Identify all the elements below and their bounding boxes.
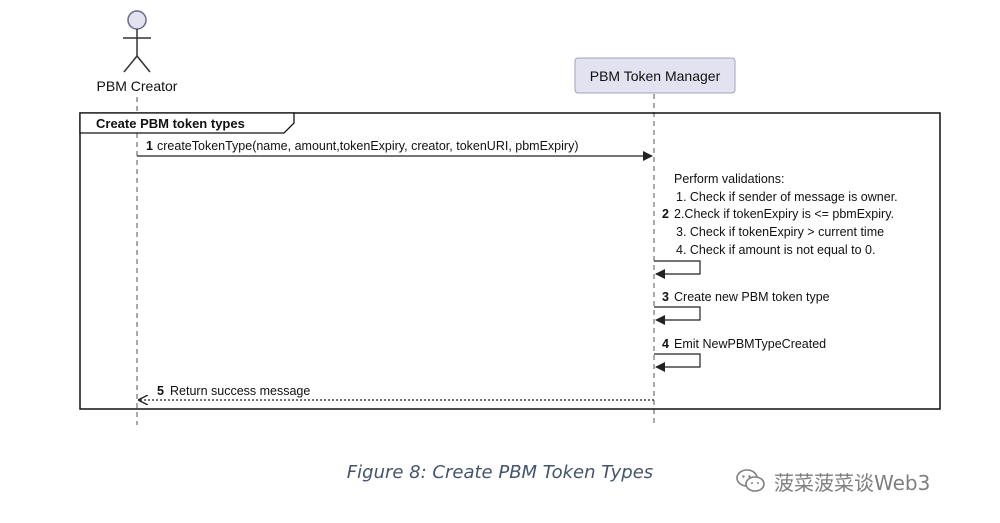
actor-stick-figure-icon bbox=[123, 10, 151, 73]
creator-actor-label: PBM Creator bbox=[97, 78, 178, 94]
message-4-label: Emit NewPBMTypeCreated bbox=[674, 337, 826, 351]
message-2-line-4: 3. Check if tokenExpiry > current time bbox=[676, 225, 884, 239]
message-2-number: 2 bbox=[662, 207, 669, 221]
message-1-label: createTokenType(name, amount,tokenExpiry… bbox=[157, 139, 578, 153]
message-2-line-3: 2.Check if tokenExpiry is <= pbmExpiry. bbox=[674, 207, 894, 221]
message-2-self-arrow bbox=[654, 260, 701, 279]
manager-participant-label: PBM Token Manager bbox=[590, 68, 721, 84]
message-4-self-arrow bbox=[654, 353, 701, 372]
message-5-number: 5 bbox=[157, 384, 164, 398]
watermark-text: 菠菜菠菜谈Web3 bbox=[774, 470, 931, 495]
message-1-number: 1 bbox=[146, 139, 153, 153]
message-5-label: Return success message bbox=[170, 384, 310, 398]
figure-caption: Figure 8: Create PBM Token Types bbox=[346, 462, 654, 483]
fragment-label-tab bbox=[79, 112, 295, 134]
message-3-label: Create new PBM token type bbox=[674, 290, 830, 304]
message-2-line-2: 1. Check if sender of message is owner. bbox=[676, 190, 898, 204]
message-3-number: 3 bbox=[662, 290, 669, 304]
message-3-self-arrow bbox=[654, 306, 701, 325]
manager-participant-box bbox=[574, 57, 736, 94]
message-4-number: 4 bbox=[662, 337, 669, 351]
message-2-line-5: 4. Check if amount is not equal to 0. bbox=[676, 243, 875, 257]
watermark: 菠菜菠菜谈Web3 bbox=[736, 467, 930, 495]
fragment-frame bbox=[79, 112, 941, 410]
wechat-icon bbox=[736, 469, 765, 492]
fragment-label: Create PBM token types bbox=[96, 116, 245, 131]
message-2-line-1: Perform validations: bbox=[674, 172, 784, 186]
